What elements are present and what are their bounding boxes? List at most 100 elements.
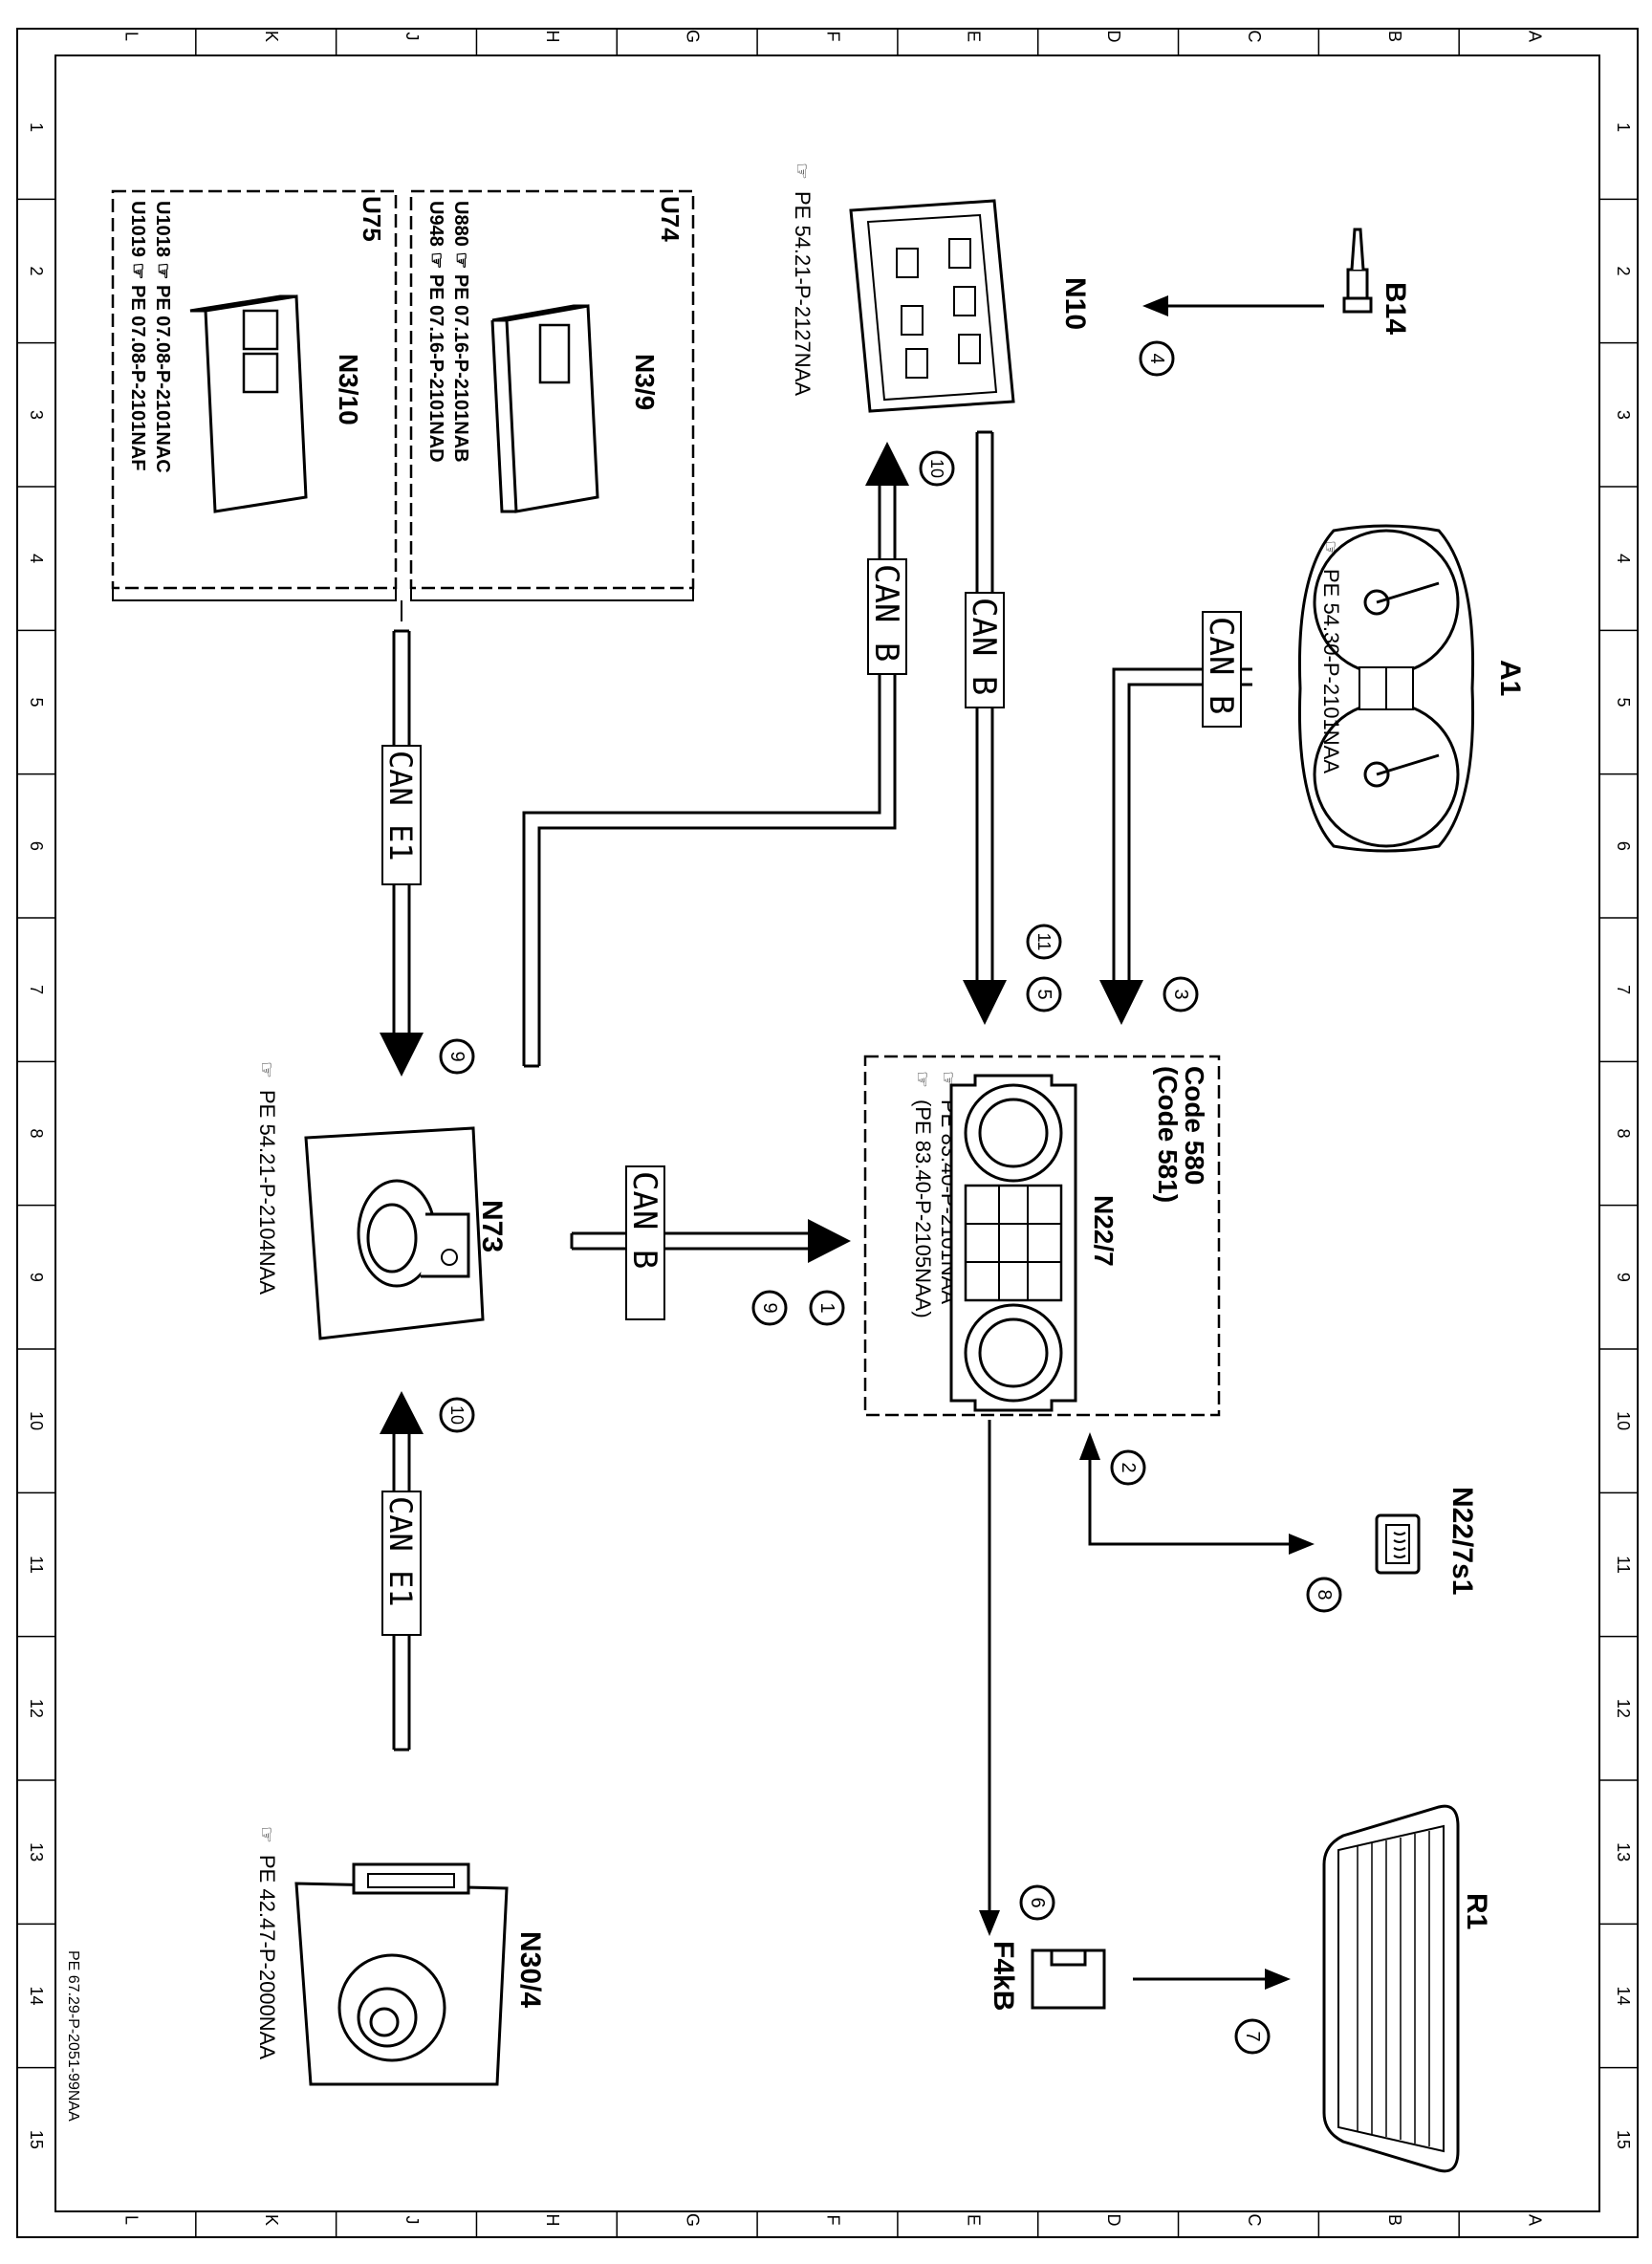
svg-text:U948 ☞ PE 07.16-P-2101NAD: U948 ☞ PE 07.16-P-2101NAD [425, 201, 446, 463]
n22-7-ref-2: ☞ (PE 83.40-P-2105NAA) [911, 1071, 935, 1318]
n3-10-label: N3/10 [334, 354, 363, 425]
step-10-marker-top: 10 [919, 450, 955, 487]
u75-label: U75 [358, 196, 386, 242]
n22-7-box [863, 1055, 1221, 1417]
svg-text:PE 54.21-P-2104NAA: PE 54.21-P-2104NAA [255, 1090, 279, 1295]
grid-row-label-right: 10 [1614, 1411, 1633, 1430]
svg-text:☞: ☞ [1319, 540, 1340, 557]
can-e1-label-top: CAN E1 [382, 751, 419, 861]
grid-row-label-left: 13 [27, 1842, 46, 1861]
r1-label: R1 [1461, 1893, 1492, 1929]
step-3-marker: 3 [1163, 976, 1199, 1012]
step-8-marker: 8 [1306, 1577, 1342, 1613]
a1-instrument-cluster-icon [1297, 524, 1475, 853]
n3-9-label: N3/9 [630, 354, 660, 410]
grid-row-label-left: 9 [27, 1273, 46, 1282]
svg-text:5: 5 [1033, 989, 1054, 999]
svg-text:7: 7 [1242, 2031, 1263, 2041]
svg-text:☞: ☞ [791, 163, 812, 180]
grid-row-label-right: 12 [1614, 1699, 1633, 1718]
svg-text:11: 11 [1034, 933, 1054, 951]
code-581: (Code 581) [1153, 1066, 1183, 1203]
n22-7-control-panel-icon [949, 1074, 1077, 1412]
grid-col-label-bottom: K [262, 2214, 281, 2226]
n30-4-ref: ☞ PE 42.47-P-2000NAA [255, 1826, 279, 2059]
b14-sensor-icon [1342, 228, 1373, 314]
inner-frame [54, 54, 1600, 2212]
grid-row-label-right: 7 [1614, 985, 1633, 994]
n30-4-esp-unit-icon [294, 1862, 509, 2086]
grid-col-label-top: H [543, 31, 562, 43]
svg-text:☞: ☞ [911, 1071, 932, 1088]
a1-ref: ☞ PE 54.30-P-2101NAA [1319, 540, 1343, 773]
grid-col-label-top: K [262, 31, 281, 42]
u75-box [111, 189, 398, 590]
code-580: Code 580 [1180, 1066, 1209, 1186]
step-1-marker: 1 [809, 1290, 845, 1326]
document-ref: PE 67.29-P-2051-99NAA [65, 1950, 81, 2122]
grid-col-label-top: D [1104, 31, 1123, 43]
step-10-marker-bottom: 10 [439, 1397, 475, 1433]
u74-box [409, 189, 695, 590]
r1-rear-window-heater-icon [1322, 1804, 1460, 2173]
step-4-marker: 4 [1139, 340, 1175, 377]
svg-text:8: 8 [1314, 1589, 1335, 1600]
grid-col-label-top: F [824, 32, 843, 42]
f4kb-label: F4kB [988, 1941, 1019, 2011]
svg-text:U1019 ☞ PE 07.08-P-2101NAF: U1019 ☞ PE 07.08-P-2101NAF [127, 201, 148, 471]
svg-text:2: 2 [1118, 1462, 1139, 1472]
grid-col-label-top: C [1245, 31, 1264, 43]
grid-col-label-top: E [964, 31, 983, 42]
can-e1-label-bottom: CAN E1 [382, 1496, 419, 1607]
n22-7s1-label: N22/7s1 [1446, 1487, 1478, 1595]
svg-text:☞: ☞ [255, 1826, 276, 1843]
b14-label: B14 [1380, 282, 1411, 335]
grid-col-label-bottom: L [121, 2215, 141, 2225]
n73-ref: ☞ PE 54.21-P-2104NAA [255, 1061, 279, 1295]
f4kb-relay-icon [1031, 1948, 1106, 2010]
svg-text:☞: ☞ [255, 1061, 276, 1078]
svg-text:3: 3 [1170, 989, 1191, 999]
grid-row-label-left: 3 [27, 410, 46, 420]
step-5-marker: 5 [1026, 976, 1062, 1012]
grid-row-label-left: 4 [27, 554, 46, 563]
grid-row-label-left: 7 [27, 985, 46, 994]
grid-row-label-right: 11 [1614, 1556, 1633, 1574]
n10-ref: ☞ PE 54.21-P-2127NAA [791, 163, 815, 396]
svg-text:9: 9 [759, 1302, 780, 1313]
grid-row-label-right: 13 [1614, 1842, 1633, 1861]
n30-4-label: N30/4 [514, 1931, 546, 2008]
grid-row-label-left: 8 [27, 1128, 46, 1138]
grid-col-label-bottom: J [402, 2216, 422, 2225]
n10-module-icon [849, 199, 1015, 413]
grid-row-label-right: 8 [1614, 1128, 1633, 1138]
u75-refs: U1018 ☞ PE 07.08-P-2101NAC U1019 ☞ PE 07… [127, 201, 173, 473]
svg-text:10: 10 [447, 1405, 467, 1425]
grid-col-label-bottom: G [684, 2213, 703, 2227]
grid-col-label-top: A [1526, 31, 1545, 42]
grid-row-label-right: 6 [1614, 841, 1633, 851]
n73-label: N73 [476, 1200, 508, 1252]
svg-text:PE 42.47-P-2000NAA: PE 42.47-P-2000NAA [255, 1855, 279, 2059]
grid-col-label-bottom: C [1245, 2214, 1264, 2227]
grid-row-label-right: 4 [1614, 554, 1633, 563]
svg-text:(PE 83.40-P-2105NAA): (PE 83.40-P-2105NAA) [911, 1099, 935, 1318]
grid-row-label-left: 12 [27, 1699, 46, 1718]
grid-col-label-bottom: A [1526, 2214, 1545, 2226]
n22-7-label: N22/7 [1089, 1195, 1119, 1267]
svg-text:1: 1 [816, 1302, 837, 1313]
can-b-label-n73-up: CAN B [867, 564, 905, 662]
grid-col-label-bottom: D [1104, 2214, 1123, 2227]
a1-label: A1 [1494, 660, 1526, 696]
grid-row-label-right: 15 [1614, 2130, 1633, 2149]
grid-col-label-bottom: H [543, 2214, 562, 2227]
grid-col-label-bottom: F [824, 2215, 843, 2226]
grid-row-label-right: 5 [1614, 697, 1633, 707]
grid-row-label-right: 14 [1614, 1986, 1633, 2005]
svg-text:4: 4 [1146, 353, 1167, 363]
step-6-marker: 6 [1019, 1884, 1055, 1921]
svg-text:10: 10 [927, 459, 946, 478]
can-b-label-n10-down: CAN B [965, 598, 1003, 695]
